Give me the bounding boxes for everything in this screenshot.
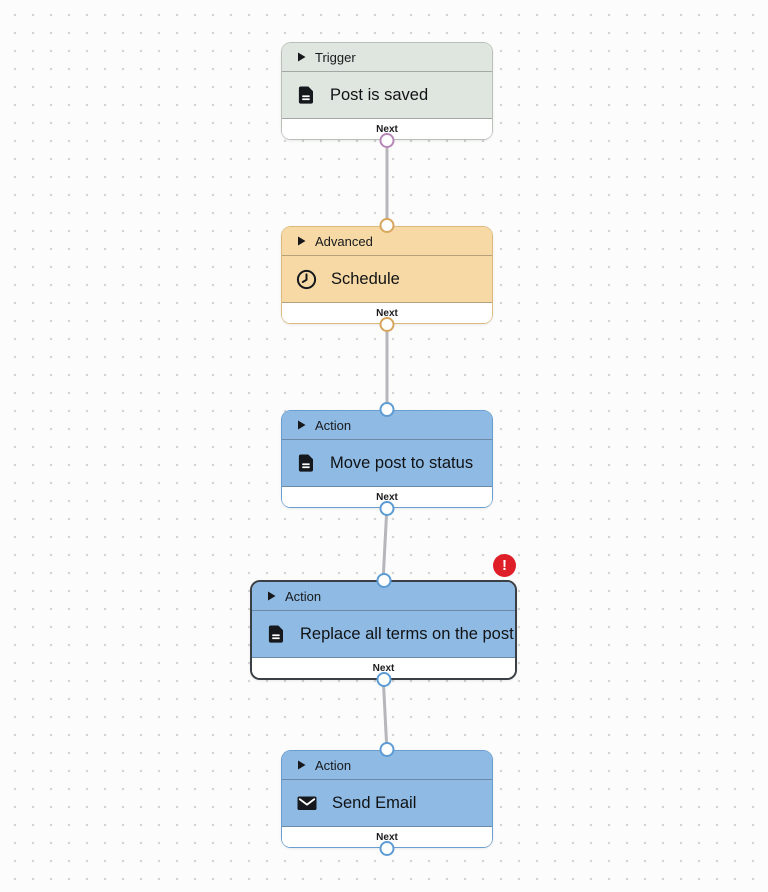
workflow-node-move-post-to-status[interactable]: Action Move post to status Next	[281, 402, 493, 516]
output-port[interactable]	[379, 841, 395, 856]
node-next-label: Next	[282, 303, 492, 323]
output-port[interactable]	[379, 133, 395, 148]
node-body[interactable]: Move post to status	[282, 440, 492, 487]
expand-triangle-icon[interactable]	[297, 420, 306, 430]
node-title: Post is saved	[330, 85, 429, 104]
workflow-node-replace-all-terms[interactable]: Action Replace all terms on the post Nex…	[250, 573, 517, 687]
clock-icon	[296, 269, 317, 290]
workflow-node-post-is-saved[interactable]: Trigger Post is saved Next	[281, 42, 493, 148]
expand-triangle-icon[interactable]	[267, 591, 276, 601]
node-body[interactable]: Replace all terms on the post	[252, 611, 515, 658]
edge-move-post-to-replace-terms[interactable]	[381, 503, 389, 584]
input-port[interactable]	[379, 218, 395, 233]
workflow-node-schedule[interactable]: Advanced Schedule Next	[281, 218, 493, 332]
document-icon	[296, 85, 316, 105]
input-port[interactable]	[376, 573, 391, 588]
node-category-label: Action	[315, 417, 352, 433]
node-body[interactable]: Post is saved	[282, 72, 492, 119]
node-title: Move post to status	[330, 453, 474, 472]
expand-triangle-icon[interactable]	[297, 760, 306, 770]
node-title: Schedule	[331, 269, 400, 288]
node-body[interactable]: Send Email	[282, 780, 492, 827]
input-port[interactable]	[379, 402, 395, 417]
output-port[interactable]	[379, 317, 395, 332]
output-port[interactable]	[376, 672, 391, 687]
input-port[interactable]	[379, 742, 395, 757]
envelope-icon	[296, 793, 318, 813]
workflow-node-send-email[interactable]: Action Send Email Next	[281, 742, 493, 856]
node-next-label: Next	[282, 119, 492, 139]
edge-replace-terms-to-send-email[interactable]	[381, 672, 389, 754]
node-next-label: Next	[252, 658, 515, 678]
expand-triangle-icon[interactable]	[297, 236, 306, 246]
error-badge[interactable]: !	[493, 554, 516, 577]
node-title: Replace all terms on the post	[300, 624, 514, 643]
node-next-label: Next	[282, 827, 492, 847]
node-body[interactable]: Schedule	[282, 256, 492, 303]
node-category-label: Action	[285, 588, 322, 604]
document-icon	[296, 453, 316, 473]
node-category-label: Trigger	[315, 49, 356, 65]
expand-triangle-icon[interactable]	[297, 52, 306, 62]
document-icon	[266, 624, 286, 644]
node-category-label: Action	[315, 757, 352, 773]
output-port[interactable]	[379, 501, 395, 516]
node-next-label: Next	[282, 487, 492, 507]
node-category-label: Advanced	[315, 233, 373, 249]
node-title: Send Email	[332, 793, 417, 812]
node-header[interactable]: Trigger	[282, 43, 492, 72]
